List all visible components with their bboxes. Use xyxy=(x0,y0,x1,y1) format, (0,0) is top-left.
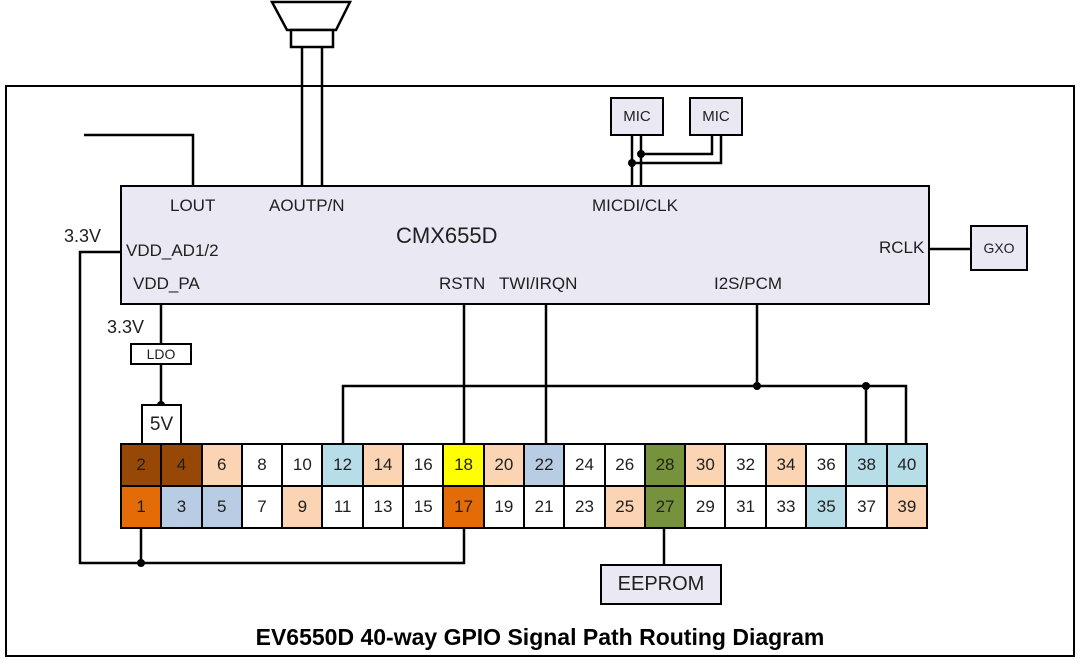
gpio-pin-36: 36 xyxy=(807,445,846,485)
gpio-pin-22: 22 xyxy=(524,445,564,485)
label-3v3-pa: 3.3V xyxy=(107,317,145,337)
gpio-pin-5: 5 xyxy=(202,487,241,527)
gpio-pin-40: 40 xyxy=(887,445,926,485)
gpio-pin-32: 32 xyxy=(726,445,765,485)
gpio-pin-25: 25 xyxy=(605,487,644,527)
gpio-pin-11: 11 xyxy=(323,487,362,527)
diagram-border xyxy=(5,85,1075,657)
chip-pin-i2s: I2S/PCM xyxy=(714,274,783,293)
chip-pin-micdi: MICDI/CLK xyxy=(592,196,678,215)
gpio-pin-6: 6 xyxy=(202,445,241,485)
gpio-pin-20: 20 xyxy=(484,445,523,485)
gpio-pin-21: 21 xyxy=(524,487,564,527)
mic-right-box: MIC xyxy=(689,97,743,136)
gpio-pin-14: 14 xyxy=(363,445,403,485)
chip-cmx655d: LOUT AOUTP/N MICDI/CLK CMX655D VDD_AD1/2… xyxy=(120,185,930,305)
chip-pin-vdd-pa: VDD_PA xyxy=(133,274,200,293)
gpio-pin-13: 13 xyxy=(363,487,403,527)
gpio-pin-28: 28 xyxy=(645,445,685,485)
chip-pin-twi: TWI/IRQN xyxy=(499,274,578,293)
gpio-pin-33: 33 xyxy=(766,487,806,527)
gpio-pin-24: 24 xyxy=(565,445,604,485)
label-3v3-left: 3.3V xyxy=(64,226,102,246)
gpio-pin-37: 37 xyxy=(847,487,886,527)
ldo-box: LDO xyxy=(130,343,192,365)
diagram-title: EV6550D 40-way GPIO Signal Path Routing … xyxy=(255,624,825,650)
gpio-pin-23: 23 xyxy=(565,487,604,527)
gpio-pin-31: 31 xyxy=(726,487,765,527)
chip-pin-aoutp: AOUTP/N xyxy=(269,196,345,215)
gpio-pin-38: 38 xyxy=(847,445,886,485)
gpio-pin-30: 30 xyxy=(686,445,725,485)
gpio-pin-7: 7 xyxy=(242,487,282,527)
chip-pin-rstn: RSTN xyxy=(439,274,486,293)
gpio-pin-35: 35 xyxy=(807,487,846,527)
gpio-pin-10: 10 xyxy=(283,445,322,485)
gpio-pin-4: 4 xyxy=(162,445,201,485)
gxo-box: GXO xyxy=(970,225,1028,271)
gpio-pin-1: 1 xyxy=(122,487,161,527)
gpio-pin-27: 27 xyxy=(645,487,685,527)
five-volt-box: 5V xyxy=(141,404,182,445)
gpio-pin-8: 8 xyxy=(242,445,282,485)
chip-pin-lout: LOUT xyxy=(170,196,216,215)
speaker-base-icon xyxy=(289,28,335,49)
gpio-pin-29: 29 xyxy=(686,487,725,527)
gpio-pin-12: 12 xyxy=(323,445,362,485)
gpio-pin-18: 18 xyxy=(444,445,483,485)
gpio-pin-9: 9 xyxy=(283,487,322,527)
eeprom-box: EEPROM xyxy=(600,564,722,605)
gpio-pin-15: 15 xyxy=(404,487,443,527)
mic-left-box: MIC xyxy=(610,97,664,136)
gpio-pin-3: 3 xyxy=(162,487,201,527)
gpio-pin-16: 16 xyxy=(404,445,443,485)
gpio-pin-17: 17 xyxy=(444,487,483,527)
speaker-horn-icon xyxy=(269,0,353,32)
gpio-pin-19: 19 xyxy=(484,487,523,527)
gpio-pin-34: 34 xyxy=(766,445,806,485)
chip-pin-vdd-ad: VDD_AD1/2 xyxy=(126,241,219,260)
gpio-pin-2: 2 xyxy=(122,445,161,485)
chip-pin-rclk: RCLK xyxy=(879,238,925,257)
gpio-pin-39: 39 xyxy=(887,487,926,527)
chip-name: CMX655D xyxy=(396,223,498,248)
gpio-pin-26: 26 xyxy=(605,445,644,485)
